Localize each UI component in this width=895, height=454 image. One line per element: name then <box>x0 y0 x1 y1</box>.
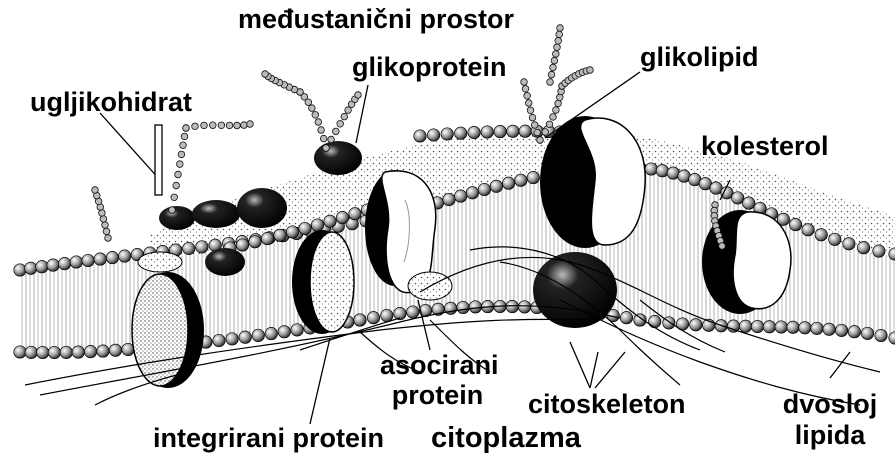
label-cholesterol: kolesterol <box>701 133 829 160</box>
integral-protein-middle <box>292 230 354 334</box>
label-glycolipid: glikolipid <box>640 44 759 71</box>
label-lipid-bilayer-line1: dvosloj <box>770 391 890 418</box>
label-cytoskeleton: citoskeleton <box>528 391 686 418</box>
label-associated-protein-line1: asocirani <box>380 352 495 379</box>
label-integral-protein: integrirani protein <box>153 425 384 452</box>
label-associated-protein-line2: protein <box>380 382 495 409</box>
carbohydrate-pointer-rod <box>155 125 162 195</box>
label-cytoplasm: citoplazma <box>431 424 581 453</box>
label-lipid-bilayer-line2: lipida <box>770 422 890 449</box>
label-intercellular-space: međustanični prostor <box>238 6 514 33</box>
label-carbohydrate: ugljikohidrat <box>30 89 192 116</box>
label-glycoprotein: glikoprotein <box>352 54 507 81</box>
